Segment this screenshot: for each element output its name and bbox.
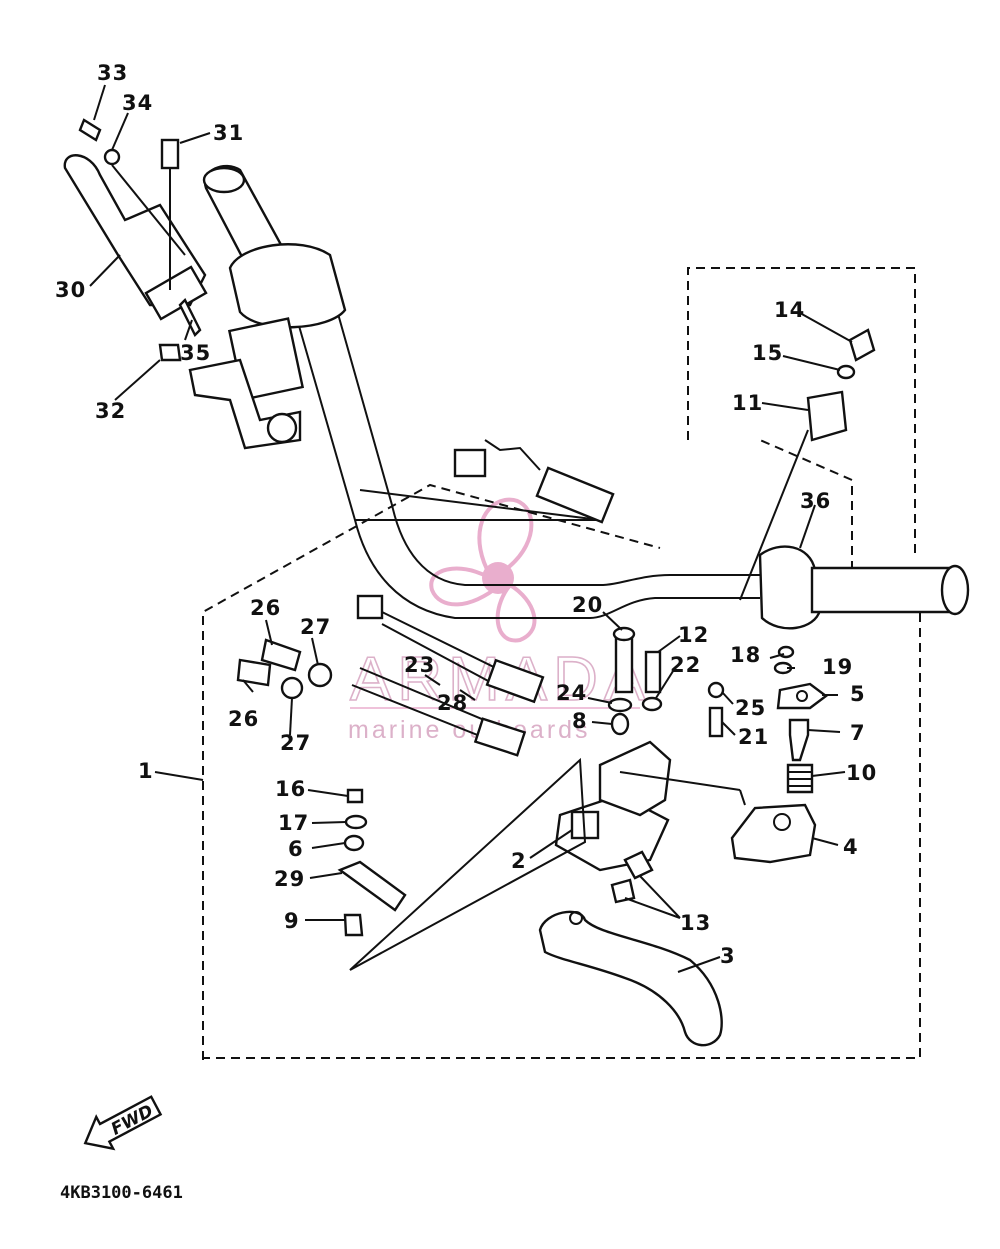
- cable-parts: [236, 594, 545, 937]
- fwd-arrow: FWD: [83, 1095, 163, 1151]
- callout-16: 16: [275, 777, 306, 801]
- callout-27-upper: 27: [300, 615, 331, 639]
- watermark-tagline: marine outboards: [348, 716, 591, 744]
- callout-13: 13: [680, 911, 711, 935]
- callout-labels: 33 34 31 30 35 32 14 15 11 36 20 12 26 2…: [55, 61, 877, 968]
- callout-5: 5: [850, 682, 866, 706]
- callout-1: 1: [138, 759, 154, 783]
- leader-lines: [89, 84, 853, 973]
- left-lever-assembly: [63, 118, 208, 362]
- part-code: 4KB3100-6461: [60, 1183, 183, 1203]
- callout-31: 31: [213, 121, 244, 145]
- watermark: ARMADA marine outboards: [348, 497, 646, 744]
- callout-20: 20: [572, 593, 603, 617]
- callout-8: 8: [572, 709, 588, 733]
- callout-26-upper: 26: [250, 596, 281, 620]
- callout-17: 17: [278, 811, 309, 835]
- callout-22: 22: [670, 653, 701, 677]
- callout-4: 4: [843, 835, 859, 859]
- callout-32: 32: [95, 399, 126, 423]
- callout-10: 10: [846, 761, 877, 785]
- callout-2: 2: [511, 849, 527, 873]
- handlebar: [188, 164, 970, 630]
- callout-15: 15: [752, 341, 783, 365]
- callout-36: 36: [800, 489, 831, 513]
- callout-14: 14: [774, 298, 805, 322]
- callout-28: 28: [437, 691, 468, 715]
- callout-11: 11: [732, 391, 763, 415]
- callout-26-lower: 26: [228, 707, 259, 731]
- callout-35: 35: [180, 341, 211, 365]
- callout-24: 24: [556, 681, 587, 705]
- callout-27-lower: 27: [280, 731, 311, 755]
- callout-23: 23: [404, 653, 435, 677]
- switch-body-assembly: [707, 645, 828, 864]
- callout-29: 29: [274, 867, 305, 891]
- main-lever: [538, 910, 723, 1047]
- callout-33: 33: [97, 61, 128, 85]
- callout-25: 25: [735, 696, 766, 720]
- switch-frame: [687, 267, 916, 555]
- callout-12: 12: [678, 623, 709, 647]
- callout-30: 30: [55, 278, 86, 302]
- switch-parts: [739, 328, 876, 601]
- lever-frame: [202, 439, 921, 1060]
- callout-21: 21: [738, 725, 769, 749]
- callout-34: 34: [122, 91, 153, 115]
- callout-6: 6: [288, 837, 304, 861]
- callout-3: 3: [720, 944, 736, 968]
- callout-18: 18: [730, 643, 761, 667]
- fwd-arrow-icon: [83, 1095, 163, 1151]
- callout-9: 9: [284, 909, 300, 933]
- callout-19: 19: [822, 655, 853, 679]
- callout-7: 7: [850, 721, 866, 745]
- assembly-frames: [202, 267, 921, 1060]
